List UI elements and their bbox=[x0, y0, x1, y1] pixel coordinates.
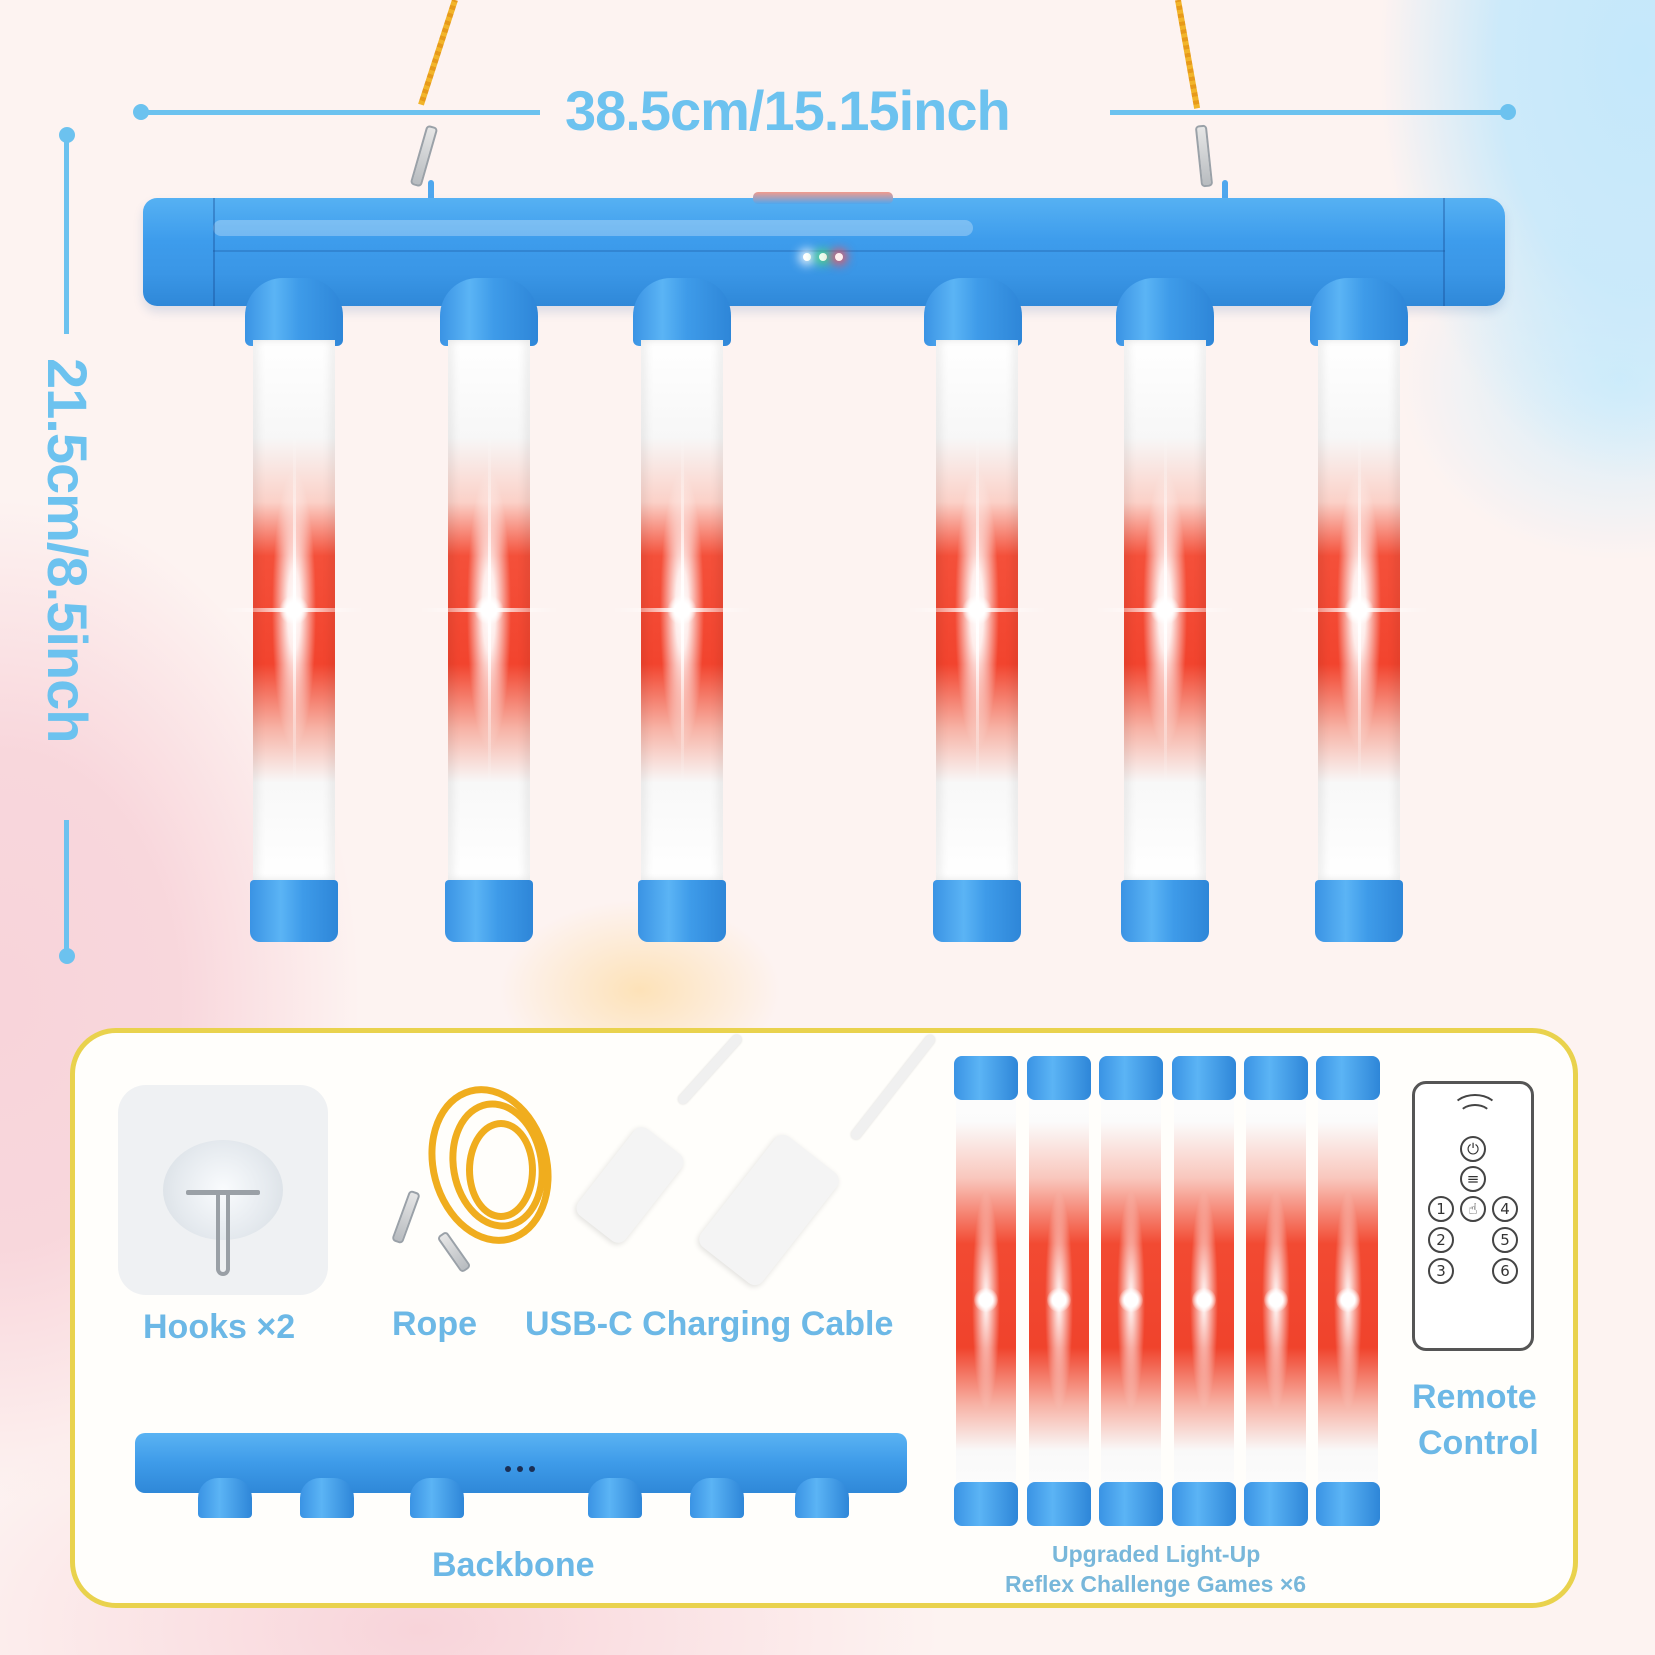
mini-tube bbox=[1244, 1056, 1308, 1526]
bar-highlight bbox=[213, 220, 973, 236]
adhesive-hook bbox=[118, 1085, 328, 1295]
remote-button-4: 4 bbox=[1492, 1196, 1518, 1222]
mini-tube bbox=[1027, 1056, 1091, 1526]
tube-socket bbox=[440, 278, 538, 346]
mini-tube bbox=[954, 1056, 1018, 1526]
rope-label: Rope bbox=[392, 1305, 477, 1343]
backbone-label: Backbone bbox=[432, 1546, 595, 1584]
light-tube-6 bbox=[1289, 340, 1429, 880]
backbone-socket bbox=[795, 1478, 849, 1518]
remote-button-3: 3 bbox=[1428, 1258, 1454, 1284]
tube-socket bbox=[1116, 278, 1214, 346]
device-backbone-bar bbox=[143, 192, 1505, 306]
tube-endcap bbox=[933, 880, 1021, 942]
tube-endcap bbox=[1121, 880, 1209, 942]
bar-seam bbox=[1443, 198, 1445, 306]
tube-endcap bbox=[638, 880, 726, 942]
light-tube-1 bbox=[224, 340, 364, 880]
mode-button bbox=[753, 192, 893, 204]
tube-endcap bbox=[1315, 880, 1403, 942]
led-dot bbox=[517, 1466, 523, 1472]
status-led-green-icon bbox=[819, 253, 827, 261]
remote-button-5: 5 bbox=[1492, 1227, 1518, 1253]
tubes-label-line2: Reflex Challenge Games ×6 bbox=[1005, 1571, 1307, 1597]
light-tube-4 bbox=[907, 340, 1047, 880]
touch-icon: ☝ bbox=[1460, 1196, 1486, 1222]
light-tube-5 bbox=[1095, 340, 1235, 880]
hang-hook-right bbox=[1222, 180, 1228, 202]
tube-socket bbox=[245, 278, 343, 346]
backbone-socket bbox=[198, 1478, 252, 1518]
remote-button-1: 1 bbox=[1428, 1196, 1454, 1222]
hang-hook-left bbox=[428, 180, 434, 202]
height-label: 21.5cm/8.5inch bbox=[36, 358, 99, 743]
tube-endcap bbox=[445, 880, 533, 942]
mini-tube bbox=[1316, 1056, 1380, 1526]
tubes-label-line1: Upgraded Light-Up bbox=[1052, 1541, 1261, 1567]
dimension-endpoint bbox=[1500, 104, 1516, 120]
status-led-red-icon bbox=[835, 253, 843, 261]
rope-coil-inner bbox=[466, 1120, 536, 1220]
dimension-line bbox=[64, 820, 69, 950]
backbone-socket bbox=[690, 1478, 744, 1518]
mini-tube bbox=[1172, 1056, 1236, 1526]
tube-endcap bbox=[250, 880, 338, 942]
mini-tube bbox=[1099, 1056, 1163, 1526]
status-led-white-icon bbox=[803, 253, 811, 261]
signal-icon bbox=[1451, 1094, 1499, 1128]
width-label: 38.5cm/15.15inch bbox=[565, 79, 1011, 142]
signal-wave bbox=[1458, 1104, 1492, 1128]
led-dot bbox=[529, 1466, 535, 1472]
backbone-accessory bbox=[135, 1433, 907, 1493]
light-tube-2 bbox=[419, 340, 559, 880]
dimension-endpoint bbox=[59, 948, 75, 964]
tube-socket bbox=[924, 278, 1022, 346]
backbone-socket bbox=[300, 1478, 354, 1518]
hook-icon bbox=[216, 1190, 230, 1276]
light-tube-3 bbox=[612, 340, 752, 880]
tube-socket bbox=[1310, 278, 1408, 346]
power-icon: ⏻ bbox=[1460, 1136, 1486, 1162]
remote-label-line2: Control bbox=[1418, 1424, 1539, 1462]
backbone-socket bbox=[588, 1478, 642, 1518]
backbone-socket bbox=[410, 1478, 464, 1518]
remote-control: ⏻ ≡ ☝ 1 2 3 4 5 6 bbox=[1412, 1081, 1534, 1351]
remote-button-2: 2 bbox=[1428, 1227, 1454, 1253]
cable-label: USB-C Charging Cable bbox=[525, 1305, 894, 1343]
remote-button-6: 6 bbox=[1492, 1258, 1518, 1284]
bar-seam bbox=[213, 198, 215, 306]
led-dot bbox=[505, 1466, 511, 1472]
tube-socket bbox=[633, 278, 731, 346]
dimension-line bbox=[140, 110, 540, 115]
remote-label-line1: Remote bbox=[1412, 1378, 1537, 1416]
bar-split-line bbox=[213, 250, 1445, 252]
hooks-label: Hooks ×2 bbox=[143, 1308, 296, 1346]
dimension-line bbox=[1110, 110, 1508, 115]
dimension-line bbox=[64, 134, 69, 334]
menu-icon: ≡ bbox=[1460, 1166, 1486, 1192]
